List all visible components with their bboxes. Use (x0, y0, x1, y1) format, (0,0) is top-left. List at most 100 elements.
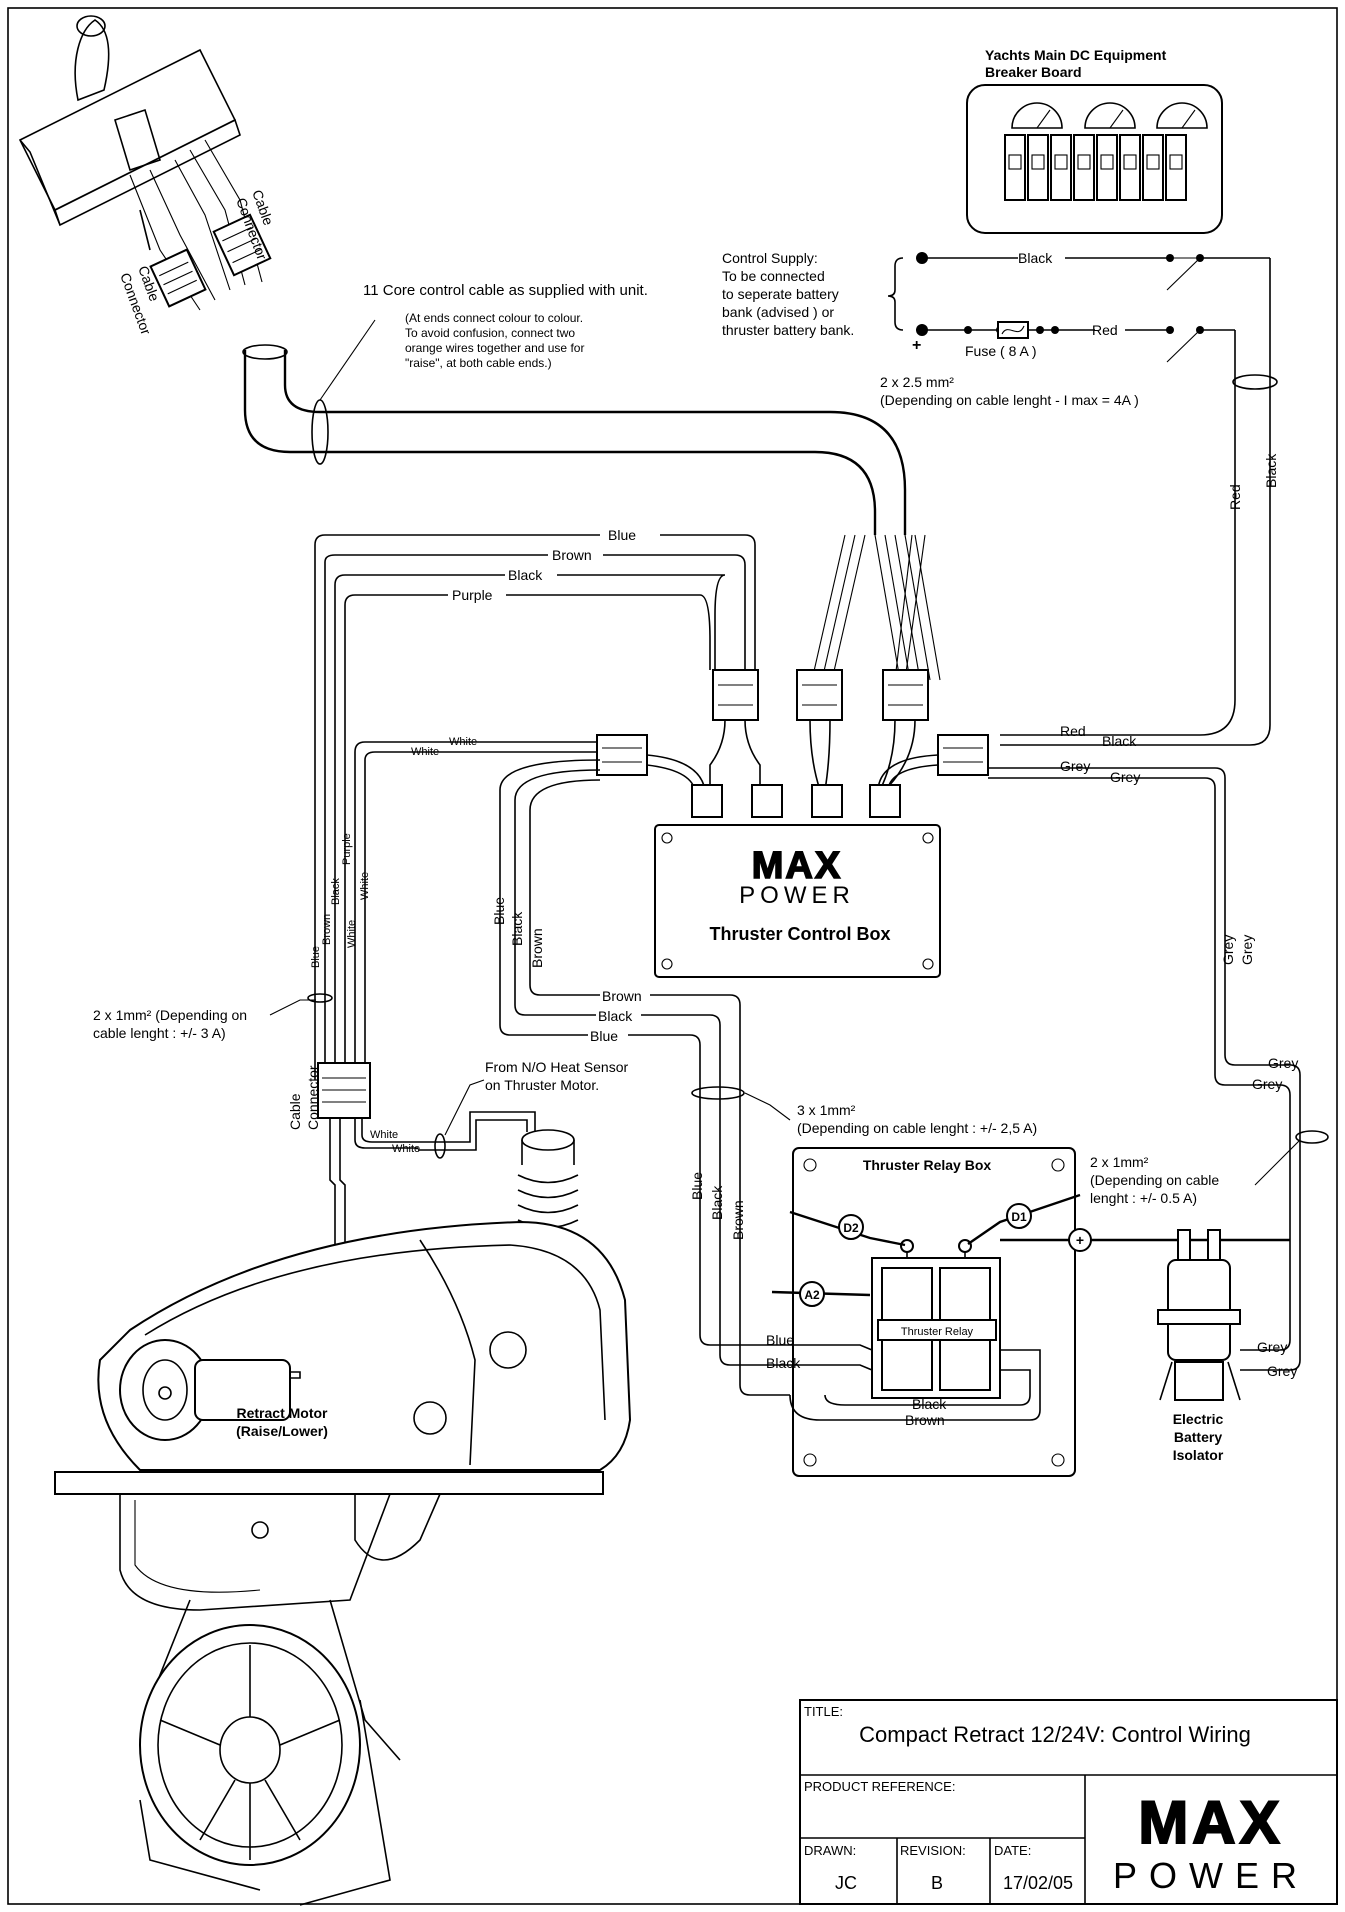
relay-cable-line-2: (Depending on cable lenght : +/- 2,5 A) (797, 1120, 1037, 1136)
grey-wires: Grey Grey Grey Grey Grey Grey Grey Grey … (988, 758, 1329, 1379)
relay-terminal-d2: D2 (843, 1221, 859, 1235)
control-box-plugs (596, 669, 989, 818)
wire-label-black-top: Black (508, 567, 543, 583)
drawn-label: DRAWN: (804, 1843, 856, 1858)
core-cable-note-2: To avoid confusion, connect two (405, 326, 575, 340)
wire-label-brown-top: Brown (552, 547, 592, 563)
breaker-switch (1169, 154, 1183, 170)
wire-label-black-relay: Black (766, 1355, 801, 1371)
breaker-board: Yachts Main DC Equipment Breaker Board (966, 47, 1223, 234)
isolator-label-2: Battery (1174, 1429, 1222, 1445)
control-box-logo-bottom: POWER (739, 882, 855, 909)
wire-label-white-vert-2: White (359, 872, 371, 900)
wire-label-brown-h: Brown (602, 988, 642, 1004)
thruster-retract-assembly: Retract Motor (Raise/Lower) (54, 1129, 632, 1906)
relay-cable-line-1: 3 x 1mm² (797, 1102, 856, 1118)
wire-label-grey-iso-2: Grey (1252, 1076, 1282, 1092)
wire-label-grey-vert-1: Grey (1220, 935, 1236, 965)
revision-value: B (931, 1873, 943, 1893)
wire-label-grey-cb-2: Grey (1110, 769, 1140, 785)
retract-motor-label-1: Retract Motor (236, 1405, 328, 1421)
wire-label-black-h: Black (598, 1008, 633, 1024)
fuse-label: Fuse ( 8 A ) (965, 343, 1037, 359)
wire-label-grey-iso-3: Grey (1257, 1339, 1287, 1355)
thruster-relay-box: Thruster Relay Box Thruster Relay D2 D1 … (766, 1147, 1270, 1477)
date-label: DATE: (994, 1843, 1031, 1858)
breaker-switch (1100, 154, 1114, 170)
control-supply-line-4: bank (advised ) or (722, 304, 834, 320)
heat-sensor-line-1: From N/O Heat Sensor (485, 1059, 628, 1075)
eleven-core-cable: 11 Core control cable as supplied with u… (242, 282, 941, 681)
isolator-label-3: Isolator (1173, 1447, 1224, 1463)
motor-cable-line-2: cable lenght : +/- 3 A) (93, 1025, 226, 1041)
control-supply-line-5: thruster battery bank. (722, 322, 854, 338)
plus-sign: + (912, 337, 921, 354)
control-supply-line-2: To be connected (722, 268, 825, 284)
isolator-cable-line-2: (Depending on cable (1090, 1172, 1219, 1188)
core-cable-note-3: orange wires together and use for (405, 341, 584, 355)
wire-label-brown-relay-v: Brown (730, 1200, 746, 1240)
cable-connector-label-1: Cable (287, 1093, 303, 1130)
title-label: TITLE: (804, 1704, 843, 1719)
breaker-module (1073, 134, 1095, 201)
wire-label-purple-vert: Purple (341, 833, 353, 865)
title-logo-top: MAX (1138, 1789, 1283, 1856)
wire-label-purple-top: Purple (452, 587, 493, 603)
relay-control-wires: Blue Black Brown Brown Black Blue Blue B… (491, 759, 1037, 1396)
control-box-label: Thruster Control Box (709, 924, 890, 944)
breaker-switch (1031, 154, 1045, 170)
isolator-cable-line-3: lenght : +/- 0.5 A) (1090, 1190, 1197, 1206)
title-block: TITLE: Compact Retract 12/24V: Control W… (799, 1699, 1338, 1905)
isolator-label-1: Electric (1173, 1411, 1224, 1427)
date-value: 17/02/05 (1003, 1873, 1073, 1893)
thruster-control-box: MAX POWER Thruster Control Box (654, 824, 941, 978)
wire-label-white-vert-1: White (346, 920, 358, 948)
wire-label-red-supply: Red (1092, 322, 1118, 338)
title-logo-bottom: POWER (1113, 1855, 1309, 1896)
breaker-module (1119, 134, 1141, 201)
breaker-module (1096, 134, 1118, 201)
wire-label-grey-vert-2: Grey (1239, 935, 1255, 965)
wire-label-black-relay-bottom: Black (912, 1396, 947, 1412)
wire-label-blue-top: Blue (608, 527, 636, 543)
wire-label-white-2: White (411, 746, 439, 758)
core-cable-note-4: "raise", at both cable ends.) (405, 356, 552, 370)
cable-connector-label-2: Connector (305, 1065, 321, 1130)
wire-label-white-motor-2: White (392, 1143, 420, 1155)
breaker-module (1027, 134, 1049, 201)
breaker-switch (1054, 154, 1068, 170)
core-cable-title: 11 Core control cable as supplied with u… (363, 282, 648, 299)
supply-cable-line-2: (Depending on cable lenght - I max = 4A … (880, 392, 1139, 408)
wire-label-brown-cb-left: Brown (529, 928, 545, 968)
breaker-module (1142, 134, 1164, 201)
wire-label-black-cb: Black (1102, 733, 1137, 749)
relay-positive: + (1076, 1232, 1084, 1248)
wire-label-blue-h: Blue (590, 1028, 618, 1044)
joystick-cable-connector-b: Cable Connector (212, 188, 277, 277)
supply-cable-line-1: 2 x 2.5 mm² (880, 374, 954, 390)
wire-label-red-vertical: Red (1227, 484, 1243, 510)
wire-label-grey-iso-4: Grey (1267, 1363, 1297, 1379)
wire-label-blue-cb: Blue (491, 897, 507, 925)
drawing-title: Compact Retract 12/24V: Control Wiring (859, 1722, 1251, 1747)
battery-isolator: Electric Battery Isolator (1157, 1229, 1290, 1463)
wire-label-brown-relay-bottom: Brown (905, 1412, 945, 1428)
breaker-switch (1077, 154, 1091, 170)
isolator-cable-line-1: 2 x 1mm² (1090, 1154, 1149, 1170)
core-cable-note-1: (At ends connect colour to colour. (405, 311, 583, 325)
top-wires: Blue Brown Black Purple White White Blue… (310, 527, 756, 1080)
control-box-logo-top: MAX (752, 845, 842, 887)
control-supply-line-1: Control Supply: (722, 250, 818, 266)
wire-label-black-vertical: Black (1263, 453, 1279, 488)
relay-box-title: Thruster Relay Box (863, 1157, 992, 1173)
wire-label-grey-cb-1: Grey (1060, 758, 1090, 774)
wire-label-blue-relay-v: Blue (689, 1172, 705, 1200)
breaker-module (1004, 134, 1026, 201)
breaker-switch (1123, 154, 1137, 170)
control-supply: Control Supply: To be connected to seper… (722, 250, 1279, 749)
relay-terminal-a2: A2 (804, 1288, 820, 1302)
wire-label-black-cb-left: Black (509, 911, 525, 946)
revision-label: REVISION: (900, 1843, 966, 1858)
drawn-value: JC (835, 1873, 857, 1893)
